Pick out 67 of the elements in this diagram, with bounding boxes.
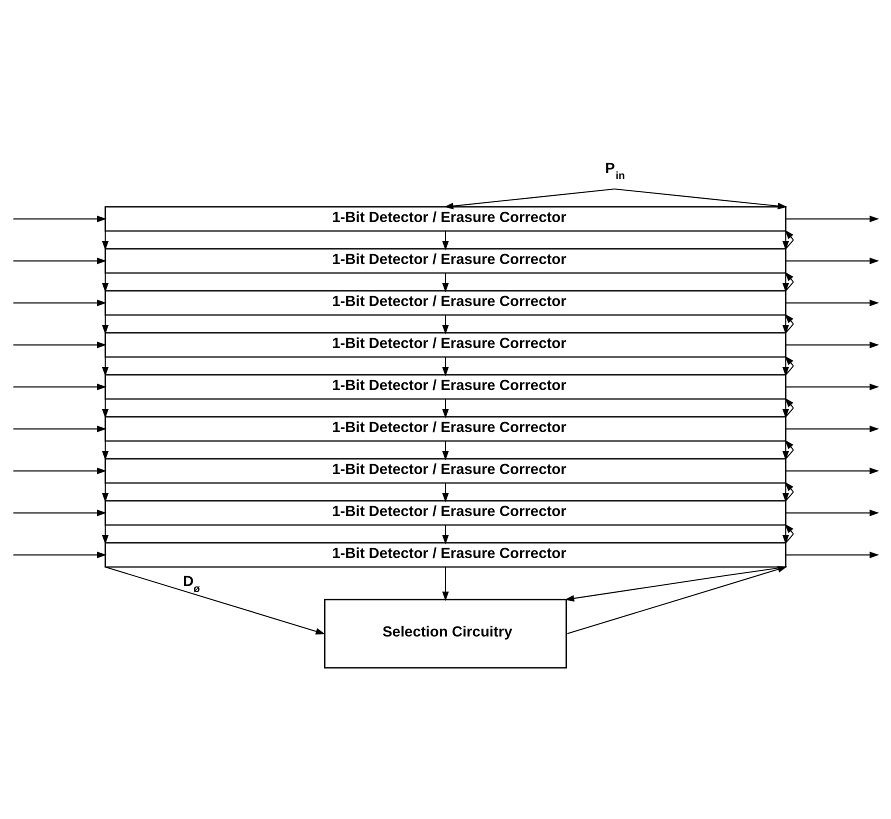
arrow (442, 231, 449, 250)
arrow (786, 216, 880, 222)
arrow (786, 552, 880, 558)
arrow (786, 258, 880, 264)
node-box: 1-Bit Detector / Erasure Corrector (104, 374, 786, 400)
arrow (102, 441, 109, 460)
node-text: P$_{in}$ (605, 160, 625, 182)
arrow (442, 273, 449, 292)
node-box: 1-Bit Detector / Erasure Corrector (104, 458, 786, 484)
arrow (784, 524, 794, 544)
arrow (567, 566, 788, 634)
arrow (782, 483, 790, 502)
arrow (786, 384, 880, 390)
arrow (782, 273, 790, 292)
arrow (786, 300, 880, 306)
arrow (102, 483, 109, 502)
arrow (442, 315, 449, 334)
arrow (784, 272, 794, 292)
node-box: 1-Bit Detector / Erasure Corrector (104, 332, 786, 358)
arrow (786, 468, 880, 474)
arrow (782, 315, 790, 334)
arrow (13, 300, 106, 306)
arrow (442, 357, 449, 376)
arrow (782, 231, 790, 250)
node-box: 1-Bit Detector / Erasure Corrector (104, 500, 786, 526)
arrow (13, 552, 107, 558)
arrow (13, 468, 107, 474)
node-box: 1-Bit Detector / Erasure Corrector (104, 542, 786, 568)
arrow (102, 231, 109, 250)
arrow (442, 399, 449, 418)
arrow (102, 525, 109, 544)
arrow (13, 510, 107, 516)
arrow (444, 188, 615, 210)
arrow (102, 315, 109, 334)
arrow (442, 567, 449, 602)
arrow (784, 356, 794, 376)
arrow (105, 566, 326, 635)
arrow (442, 483, 449, 502)
arrow (784, 440, 794, 460)
arrow (102, 273, 109, 292)
node-box: 1-Bit Detector / Erasure Corrector (104, 248, 786, 274)
arrow (442, 441, 449, 460)
arrow (786, 510, 880, 516)
arrow (786, 342, 880, 348)
arrow (784, 482, 794, 502)
arrow (442, 525, 449, 544)
arrow (102, 399, 109, 418)
edge-label: D$_{ø}$ (183, 574, 200, 596)
node-box: 1-Bit Detector / Erasure Corrector (104, 416, 786, 442)
arrow (614, 188, 788, 210)
arrow (102, 357, 109, 376)
arrow (784, 398, 794, 418)
arrow (782, 399, 790, 418)
arrow (13, 216, 106, 222)
arrow (782, 357, 790, 376)
arrow (782, 441, 790, 460)
node-box: Selection Circuitry (324, 598, 567, 668)
node-box: 1-Bit Detector / Erasure Corrector (104, 206, 786, 232)
arrow (784, 314, 794, 334)
arrow (13, 258, 106, 264)
arrow (782, 525, 790, 544)
arrow (784, 230, 794, 250)
node-box: 1-Bit Detector / Erasure Corrector (104, 290, 786, 316)
arrow (13, 426, 107, 432)
arrow (786, 426, 880, 432)
arrow (13, 342, 106, 348)
arrow (13, 384, 106, 390)
